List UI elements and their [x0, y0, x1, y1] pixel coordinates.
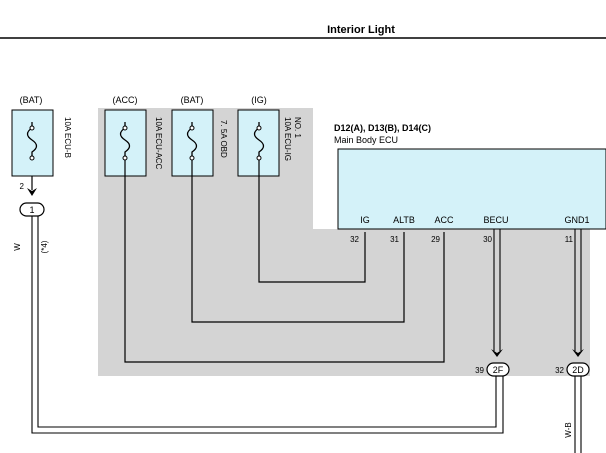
- terminal-name-ig: IG: [360, 215, 370, 225]
- main-body-ecu: D12(A), D13(B), D14(C) Main Body ECU IG …: [313, 95, 606, 230]
- wire-obd-fuse-to-altb: [191, 160, 405, 323]
- fuse-symbol-icon: [26, 122, 38, 160]
- junction-2f-id: 2F: [493, 365, 504, 375]
- fuse-label-ecu-ig-line2: NO. 1: [293, 117, 302, 138]
- terminal-name-becu: BECU: [483, 215, 508, 225]
- supply-label-bat-2: (BAT): [181, 95, 204, 105]
- junction-1-id: 1: [29, 205, 34, 215]
- junction-2d-pin: 32: [555, 366, 564, 375]
- wire-gnd1-to-ground: [574, 229, 582, 453]
- pin-acc: 29: [431, 235, 440, 244]
- ecu-connectors: D12(A), D13(B), D14(C): [334, 123, 431, 133]
- wire-ecu-b-to-becu: [31, 214, 504, 434]
- wire-becu-to-2f: [493, 229, 501, 351]
- terminal-name-altb: ALTB: [393, 215, 415, 225]
- arrow-down-icon: [27, 188, 37, 196]
- wire-acc-fuse-to-acc: [124, 160, 445, 363]
- fuse-symbol-icon: [119, 122, 131, 160]
- pin-ig: 32: [350, 235, 359, 244]
- ecu-name: Main Body ECU: [334, 135, 398, 145]
- wires: [124, 160, 445, 363]
- pin-gnd1: 11: [565, 235, 574, 244]
- fuse-label-obd: 7. 5A OBD: [219, 120, 228, 158]
- fuse-symbol-icon: [253, 122, 265, 160]
- terminal-name-gnd1: GND1: [564, 215, 589, 225]
- wire-color-left: W: [13, 243, 22, 251]
- fuse-label-ecu-ig: 10A ECU-IG: [283, 117, 292, 161]
- wire-note-left: (*4): [40, 240, 49, 253]
- junction-2d-id: 2D: [572, 365, 584, 375]
- junction-2f-pin: 39: [475, 366, 484, 375]
- fuse-ecu-acc: (ACC) 10A ECU-ACC: [104, 95, 163, 177]
- supply-label-bat-1: (BAT): [20, 95, 43, 105]
- junction-2d: 2D 32: [555, 349, 590, 377]
- pin-becu: 30: [483, 235, 492, 244]
- fuse-ecu-b: (BAT) 10A ECU-B: [11, 95, 72, 177]
- wire-ig-fuse-to-ig: [258, 160, 366, 283]
- fuse-label-ecu-b: 10A ECU-B: [63, 117, 72, 158]
- supply-label-acc: (ACC): [113, 95, 138, 105]
- pin-altb: 31: [390, 235, 399, 244]
- page-title: Interior Light: [327, 24, 395, 36]
- terminal-name-acc: ACC: [434, 215, 454, 225]
- junction-1: 2 1: [19, 176, 45, 217]
- arrow-down-icon: [572, 349, 584, 357]
- fuse-symbol-icon: [186, 122, 198, 160]
- wire-color-ground: W-B: [564, 422, 573, 437]
- supply-label-ig: (IG): [251, 95, 267, 105]
- fuse-label-ecu-acc: 10A ECU-ACC: [154, 117, 163, 170]
- arrow-down-icon: [491, 349, 503, 357]
- junction-1-pin: 2: [20, 182, 25, 191]
- junction-2f: 2F 39: [475, 349, 510, 377]
